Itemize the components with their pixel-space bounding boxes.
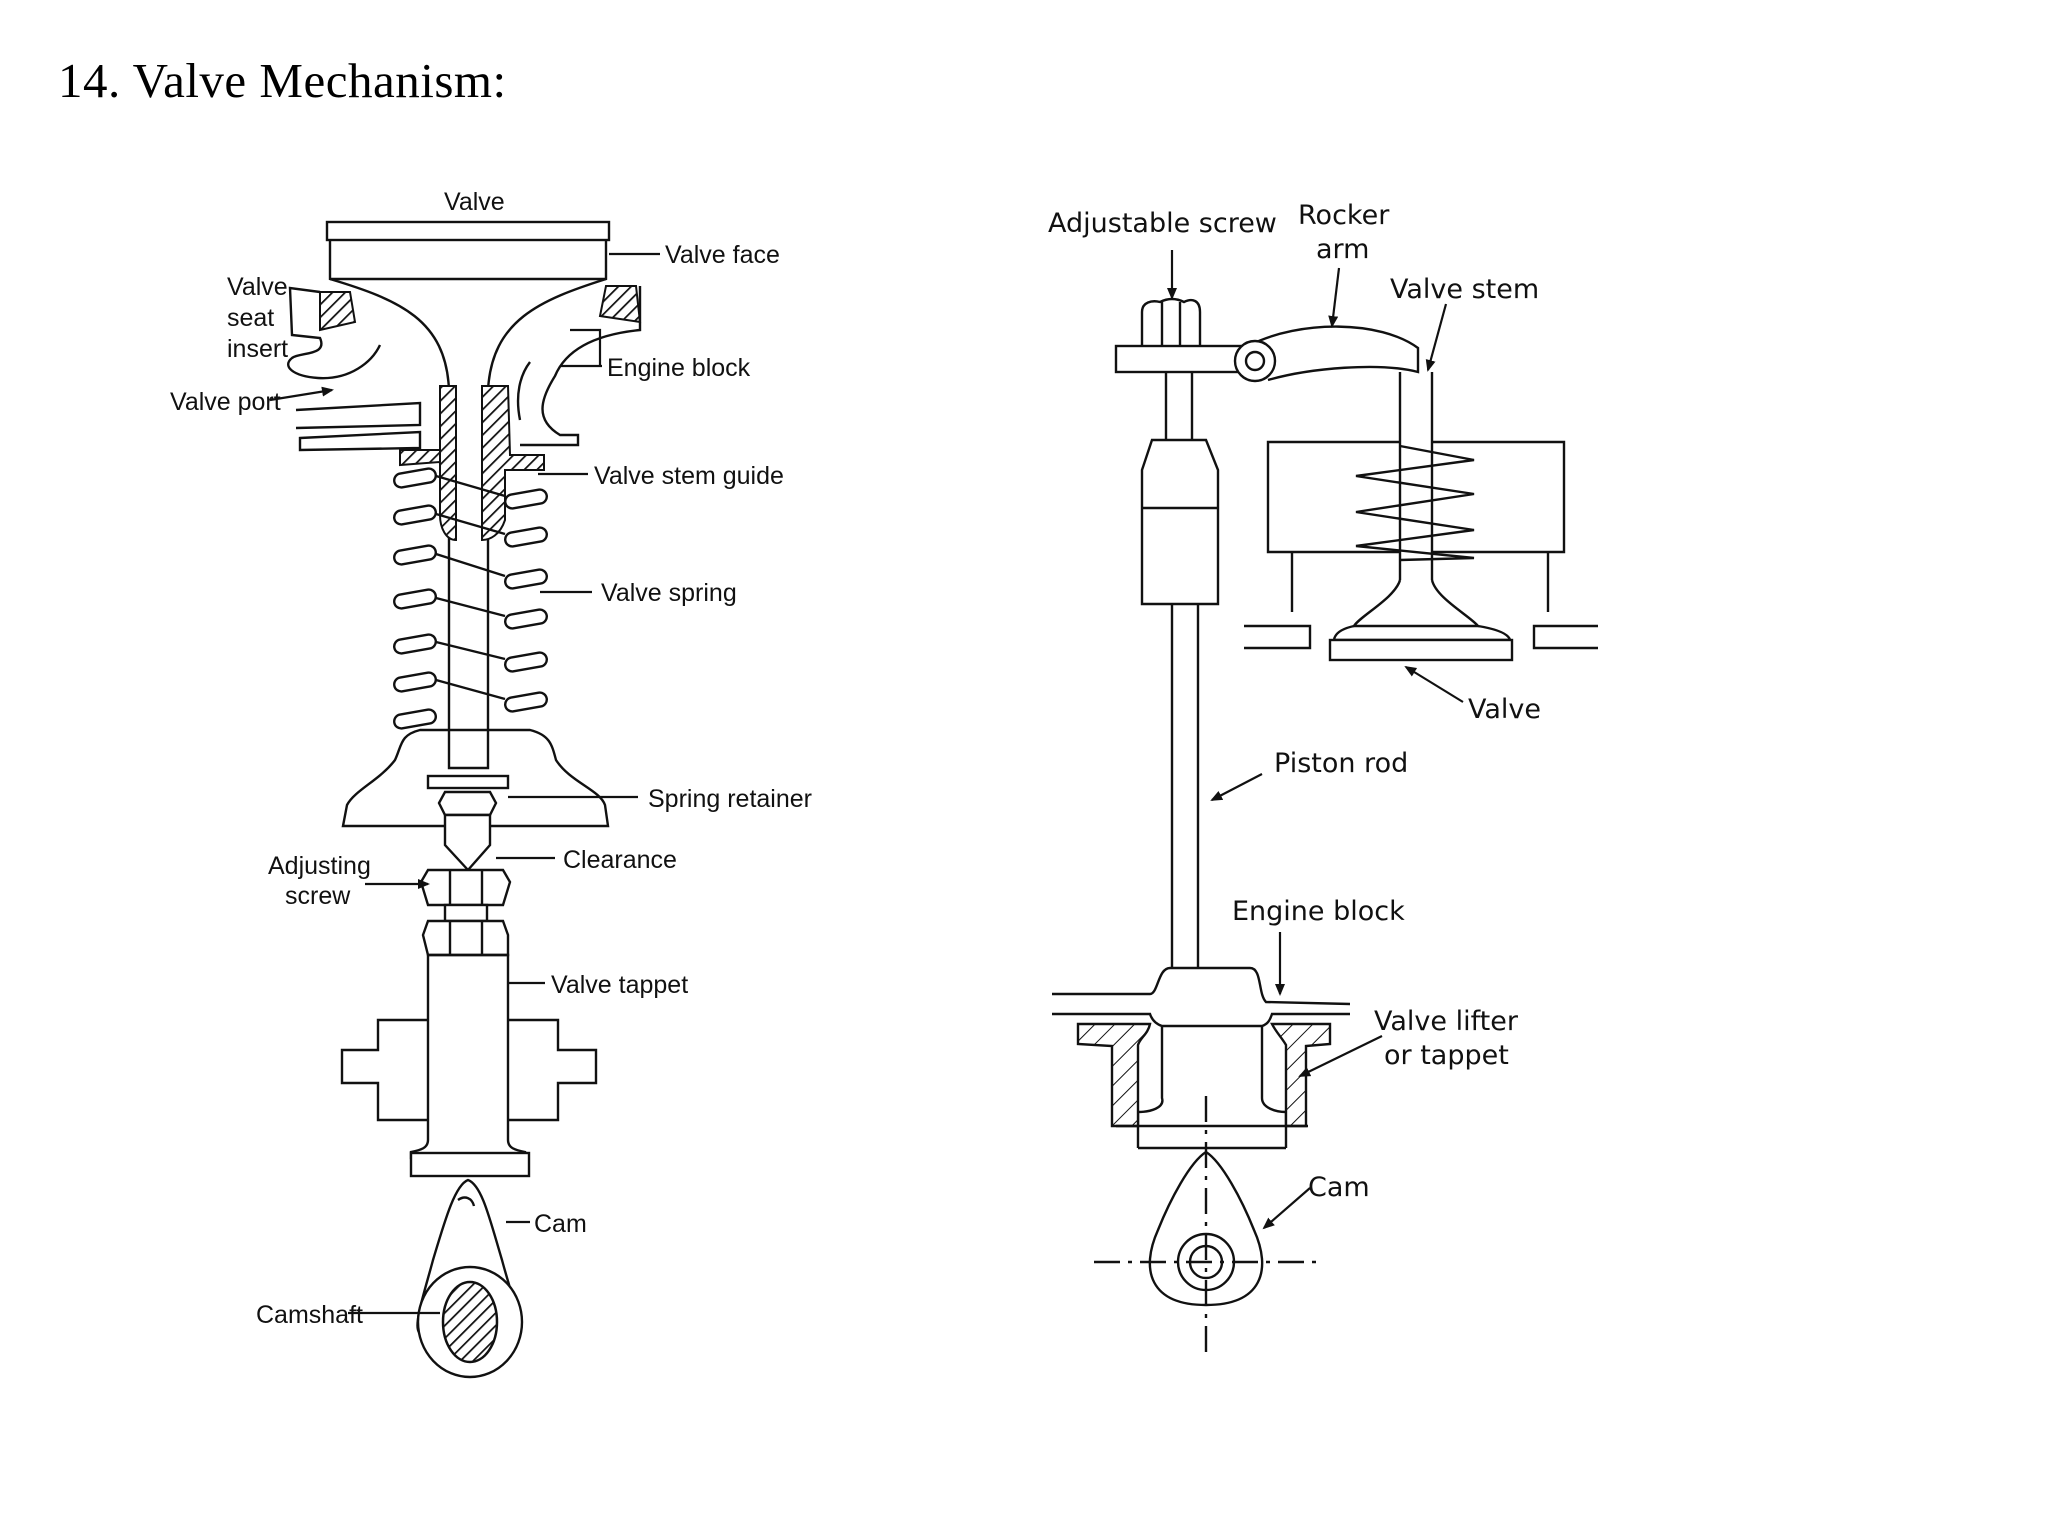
left-valve-diagram: Valve Valve face Valve seat insert Engin…	[170, 188, 812, 1379]
left-adjusting-screw-label-2: screw	[285, 882, 351, 910]
right-valve-stem	[1398, 372, 1434, 580]
right-valve-spring	[1355, 444, 1475, 562]
left-clearance-nut	[437, 790, 498, 817]
left-valve-face-label: Valve face	[665, 241, 780, 269]
right-adjustable-screw	[1140, 297, 1202, 346]
right-engine-block-label: Engine block	[1232, 896, 1405, 927]
left-clearance-cone	[443, 813, 492, 872]
right-valve-lifter	[1136, 1026, 1288, 1150]
right-piston-rod-label: Piston rod	[1274, 748, 1408, 779]
right-valve-lifter-label-2: or tappet	[1384, 1040, 1509, 1071]
right-rocker-arm	[1249, 325, 1420, 382]
left-valve-stem-guide-label: Valve stem guide	[594, 462, 784, 490]
right-valve-label: Valve	[1468, 694, 1541, 725]
left-spring-retainer-label: Spring retainer	[648, 785, 812, 813]
left-valve-seat-label-2: seat	[227, 304, 274, 332]
right-cam-label: Cam	[1308, 1172, 1370, 1203]
left-adjusting-screw-label-1: Adjusting	[268, 852, 371, 880]
left-adjusting-screw-nut	[419, 868, 512, 907]
left-valve-seat-label-3: insert	[227, 335, 288, 363]
left-clearance-label: Clearance	[563, 846, 677, 874]
left-engine-block	[287, 286, 642, 452]
right-valve-diagram: Adjustable screw Rocker arm Valve stem V…	[1048, 200, 1598, 1356]
right-valve-seat-insert	[598, 285, 642, 324]
slide-title: 14. Valve Mechanism:	[58, 53, 507, 108]
left-valve-spring	[393, 467, 548, 730]
left-tappet-guide	[340, 1018, 428, 1122]
left-valve-tappet-label: Valve tappet	[551, 971, 688, 999]
right-adjustable-screw-label: Adjustable screw	[1048, 208, 1277, 239]
right-rocker-arm-label-2: arm	[1316, 234, 1369, 265]
left-valve-seat-insert	[319, 291, 357, 332]
right-valve-head	[1351, 579, 1481, 628]
left-valve-label: Valve	[444, 188, 505, 216]
right-rocker-arm-label-1: Rocker	[1298, 200, 1390, 231]
right-valve-stem-label: Valve stem	[1390, 274, 1539, 305]
left-valve-tappet	[409, 953, 527, 1160]
left-cam-label: Cam	[534, 1210, 587, 1238]
left-valve-seat-label-1: Valve	[227, 273, 288, 301]
left-tappet-foot	[409, 1151, 531, 1178]
left-camshaft	[441, 1280, 499, 1364]
left-spring-retainer	[426, 774, 510, 790]
left-engine-block-label: Engine block	[607, 354, 751, 382]
left-adjusting-screw-head	[421, 919, 510, 957]
left-spring-base	[341, 728, 610, 828]
left-valve-spring-label: Valve spring	[601, 579, 737, 607]
right-cylinder-head	[1266, 440, 1566, 554]
right-piston-rod	[1164, 372, 1194, 440]
left-valve-port-label: Valve port	[170, 388, 281, 416]
right-valve-lifter-label-1: Valve lifter	[1374, 1006, 1519, 1037]
left-camshaft-label: Camshaft	[256, 1301, 363, 1329]
right-tappet-guide-left	[1076, 1022, 1152, 1128]
right-engine-block	[1052, 966, 1351, 1028]
left-valve-body	[325, 220, 611, 770]
